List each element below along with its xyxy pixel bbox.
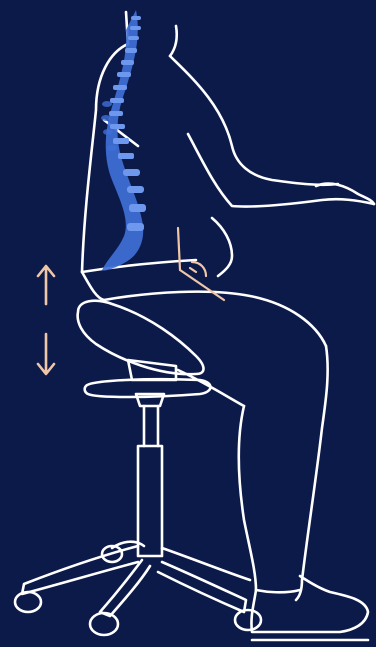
vertebra [123,169,140,176]
saddle-seat [78,301,204,374]
vertebra [113,138,129,144]
hip-angle-marker [190,268,196,272]
calf-back [239,406,256,590]
belly-outline [212,218,232,276]
vertebra [110,98,124,103]
vertebra [109,111,123,116]
base-leg-front-right [158,562,246,612]
base-leg-right [162,548,250,580]
vertebra [110,124,125,129]
rib [101,115,111,121]
ankle [256,590,300,592]
vertebra [128,36,139,40]
vertebra [113,85,127,90]
vertebra [127,186,144,193]
buttocks-outline [82,272,104,300]
thigh-outline [104,292,326,346]
gas-cylinder-lower [138,446,162,556]
rib [102,101,112,107]
hip-angle-icon [178,228,224,300]
vertebra [121,60,134,65]
caster-front-right [235,610,261,630]
caster-left [15,592,41,612]
vertebra [127,223,144,231]
hip-angle-arc [192,262,206,276]
vertebra [129,204,146,212]
rib [107,145,117,151]
shin-front [296,346,328,600]
vertebra [125,48,137,53]
arrow-down [38,334,54,374]
gas-cylinder-upper [144,406,158,446]
back-of-head-line [170,26,177,56]
spine-icon [101,10,146,271]
vertebra [118,153,134,159]
base-leg-front-left [100,560,150,616]
arm-line [188,134,374,207]
hip-angle-diagonal [180,270,224,300]
shoe [251,576,368,632]
arrow-up [38,266,54,304]
height-adjust-arrows-icon [38,266,54,374]
rib [103,129,113,135]
vertebra [117,72,131,77]
hip-angle-vertical [178,228,180,270]
vertebra [130,26,141,30]
caster-front-left [90,613,118,635]
vertebra [131,16,141,20]
